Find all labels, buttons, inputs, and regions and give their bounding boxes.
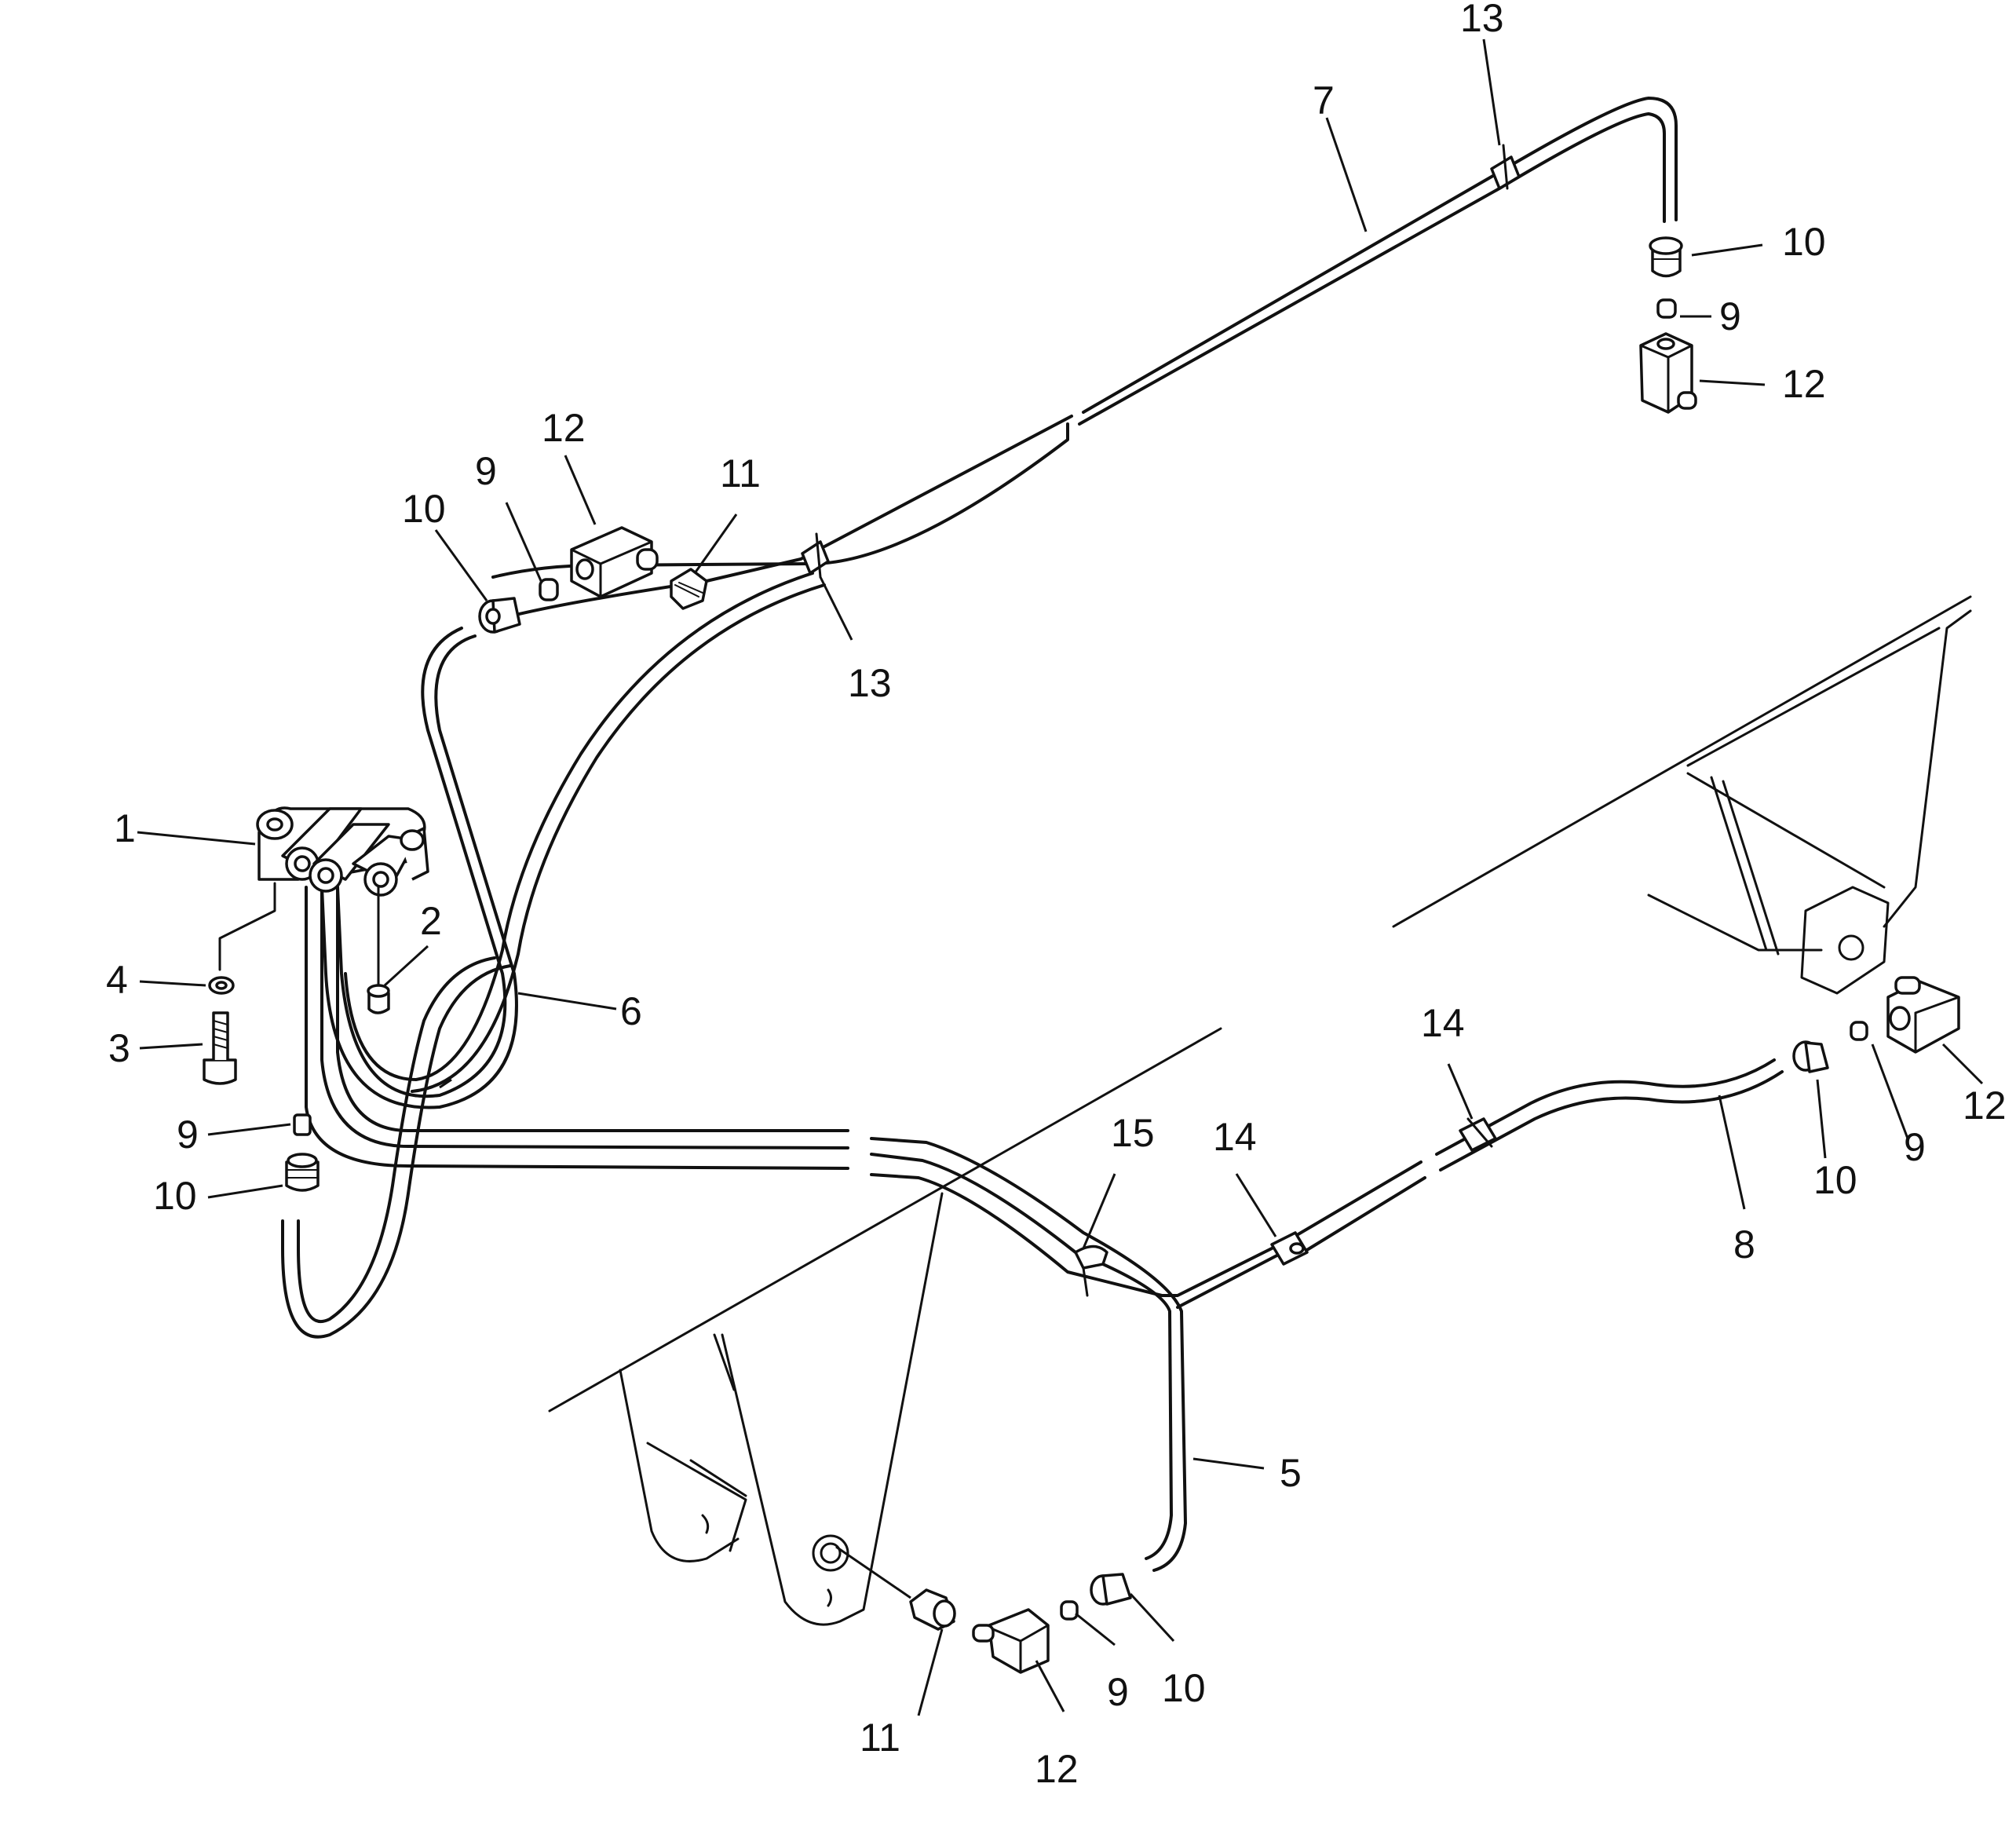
fitting-9-upper-right — [1656, 298, 1677, 319]
callout-7: 7 — [1313, 79, 1335, 122]
callout-14-right: 14 — [1421, 1001, 1465, 1045]
fitting-10-upper-left — [478, 597, 521, 634]
callout-13-upper: 13 — [1460, 0, 1504, 40]
callout-11-bottom: 11 — [860, 1716, 900, 1760]
callout-10-left: 10 — [153, 1174, 197, 1218]
clamp-14-right — [1459, 1117, 1497, 1152]
callout-12-upper-left: 12 — [542, 406, 586, 450]
fitting-9-left — [293, 1113, 312, 1136]
fitting-11-bottom — [909, 1588, 956, 1631]
callout-13-middle: 13 — [848, 661, 892, 705]
callout-8: 8 — [1733, 1223, 1755, 1266]
callout-10-upper-left: 10 — [402, 487, 446, 531]
tube-8 — [1176, 1058, 1784, 1309]
callout-14-left: 14 — [1213, 1115, 1257, 1159]
fitting-10-right — [1792, 1040, 1829, 1073]
clamp-15 — [1074, 1244, 1108, 1297]
callout-9-upper-left: 9 — [475, 449, 497, 493]
callout-1: 1 — [114, 806, 136, 850]
tube-6 — [320, 572, 826, 1109]
callout-11-upper-left: 11 — [720, 451, 761, 495]
valve-block-1 — [218, 806, 429, 971]
clamp-14-left — [1270, 1231, 1309, 1266]
washer-4 — [208, 976, 235, 995]
block-12-bottom — [972, 1608, 1050, 1674]
callout-10-upper-right: 10 — [1782, 220, 1826, 264]
callout-2: 2 — [420, 899, 442, 943]
clamp-13-middle — [801, 532, 830, 579]
clamp-13-upper — [1490, 144, 1521, 190]
callout-10-right: 10 — [1813, 1158, 1857, 1202]
fitting-9-bottom — [1060, 1600, 1079, 1621]
callout-12-bottom: 12 — [1035, 1747, 1079, 1791]
fitting-10-upper-right — [1649, 236, 1683, 278]
fitting-9-upper-left — [539, 578, 559, 601]
fitting-11-upper-left — [670, 568, 708, 610]
bolt-3 — [203, 1011, 237, 1085]
leader-lines — [137, 38, 1984, 1716]
machine-body-outline — [548, 595, 1972, 1626]
fitting-9-right — [1850, 1021, 1868, 1041]
callout-3: 3 — [108, 1026, 130, 1070]
callout-15: 15 — [1111, 1111, 1155, 1155]
block-12-right — [1886, 976, 1960, 1054]
callout-9-left: 9 — [177, 1113, 199, 1157]
callout-4: 4 — [106, 958, 128, 1002]
callout-10-bottom: 10 — [1162, 1666, 1206, 1710]
block-12-upper-right — [1639, 332, 1697, 414]
fitting-10-bottom — [1090, 1573, 1132, 1606]
callout-12-upper-right: 12 — [1782, 362, 1826, 406]
callout-5: 5 — [1280, 1451, 1302, 1495]
callout-labels: 1 2 3 4 5 6 7 8 9 9 9 9 9 10 10 10 10 10… — [106, 0, 2007, 1791]
fitting-10-left — [285, 1153, 320, 1192]
callout-9-bottom: 9 — [1107, 1670, 1129, 1714]
callout-9-right: 9 — [1904, 1125, 1926, 1169]
callout-9-upper-right: 9 — [1719, 294, 1741, 338]
block-12-upper-left — [570, 526, 659, 598]
callout-6: 6 — [620, 989, 642, 1033]
plug-2 — [367, 886, 390, 1014]
tube-7 — [491, 422, 1069, 579]
callout-12-right: 12 — [1963, 1084, 2007, 1127]
